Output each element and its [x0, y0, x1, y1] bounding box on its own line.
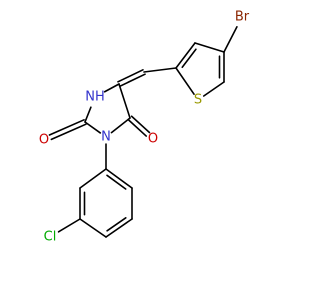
o-label-c2: O	[39, 133, 49, 148]
bond-C5-O4-double	[130, 115, 151, 134]
bond-C4-C5	[118, 83, 131, 119]
bond-N3-C2	[84, 121, 102, 134]
bond-C4-CH-double	[117, 69, 144, 83]
o-label-c4: O	[148, 132, 158, 147]
br-label: Br	[235, 10, 250, 25]
bond-P6-P1-inner	[106, 174, 127, 190]
bond-C4-CH-double	[119, 73, 146, 87]
bond-S-T2	[175, 67, 195, 96]
bond-NH-C4	[103, 83, 120, 93]
bond-P6-P1	[105, 168, 133, 189]
s-label: S	[194, 93, 202, 108]
bond-P4-P5-inner	[106, 217, 127, 232]
bond-C2-O2-double	[50, 123, 87, 141]
bonds	[48, 25, 238, 238]
bond-C5-O4-double	[127, 118, 148, 137]
bond-P1-P2	[79, 168, 107, 189]
bond-T3-T4	[194, 42, 225, 53]
bond-C5-N3	[110, 117, 131, 134]
bond-T4-Br	[223, 25, 238, 53]
bond-C2-O2-double	[48, 119, 85, 136]
bond-P4-P5	[105, 218, 133, 238]
bond-CH-T2	[143, 67, 177, 73]
bond-P3-P4	[79, 218, 107, 238]
nh-label: NH	[85, 90, 105, 105]
bond-P3-Cl	[57, 218, 81, 233]
bond-T2-T3-inner	[181, 48, 197, 69]
bond-C2-NH	[84, 106, 92, 123]
cl-label: Cl	[44, 230, 57, 245]
n-label: N	[101, 130, 111, 145]
bond-T5-S	[202, 81, 225, 97]
bond-T2-T3	[175, 42, 196, 69]
